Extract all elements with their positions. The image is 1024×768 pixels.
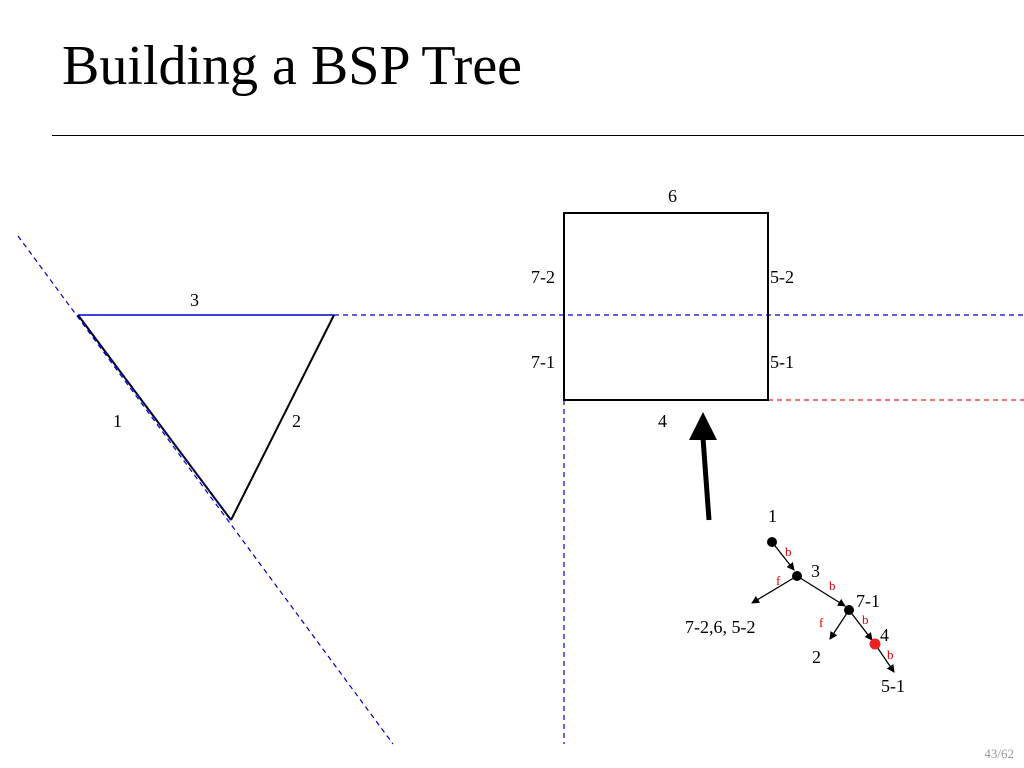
tree-node-3-dot (792, 571, 802, 581)
triangle-edge-1-overlay (77, 314, 232, 521)
tree-node-7-1-label: 7-1 (856, 591, 880, 611)
tree-node-7-1-dot (844, 605, 854, 615)
square-label-6: 6 (668, 186, 677, 206)
tree-edge-label-1-3: b (785, 544, 792, 559)
tree-edge-label-7-1-4: b (862, 612, 869, 627)
triangle-label-1: 1 (113, 411, 122, 431)
tree-edge-label-7-1-front: f (819, 615, 824, 630)
triangle-edge-2 (230, 314, 335, 521)
tree-edge-7-1-front (829, 609, 850, 640)
tree-edge-4-back (874, 643, 895, 673)
triangle-label-2: 2 (292, 411, 301, 431)
page-number: 43/62 (984, 746, 1014, 761)
tree-node-1-label: 1 (768, 506, 777, 526)
tree-edge-1-3 (771, 541, 795, 571)
title-divider (52, 135, 1024, 136)
triangle-label-3: 3 (190, 290, 199, 310)
tree-edge-3-7-1 (796, 575, 846, 607)
bsp-tree: 1 3 7-1 4 7-2,6, 5-2 2 5-1 b f b f b b (685, 506, 905, 696)
tree-node-4-label: 4 (880, 625, 889, 645)
tree-leaf-2: 2 (812, 647, 821, 667)
pointer-arrow-icon (689, 412, 717, 521)
square-label-5-2: 5-2 (770, 267, 794, 287)
square-label-4: 4 (658, 411, 667, 431)
tree-edge-3-front (751, 575, 798, 604)
tree-node-3-label: 3 (811, 561, 820, 581)
tree-leaf-front-of-3: 7-2,6, 5-2 (685, 617, 756, 637)
tree-edge-label-3-front: f (776, 573, 781, 588)
square-label-7-1: 7-1 (531, 352, 555, 372)
partition-line-1 (17, 235, 394, 745)
square-label-7-2: 7-2 (531, 267, 555, 287)
square-outline (563, 212, 769, 401)
slide-title: Building a BSP Tree (62, 35, 523, 97)
red-dot-icon (869, 638, 881, 650)
tree-leaf-5-1: 5-1 (881, 676, 905, 696)
tree-edge-7-1-4 (848, 609, 873, 641)
tree-edge-label-3-7-1: b (829, 578, 836, 593)
tree-edge-label-4-back: b (887, 647, 894, 662)
tree-node-1-dot (767, 537, 777, 547)
square-label-5-1: 5-1 (770, 352, 794, 372)
